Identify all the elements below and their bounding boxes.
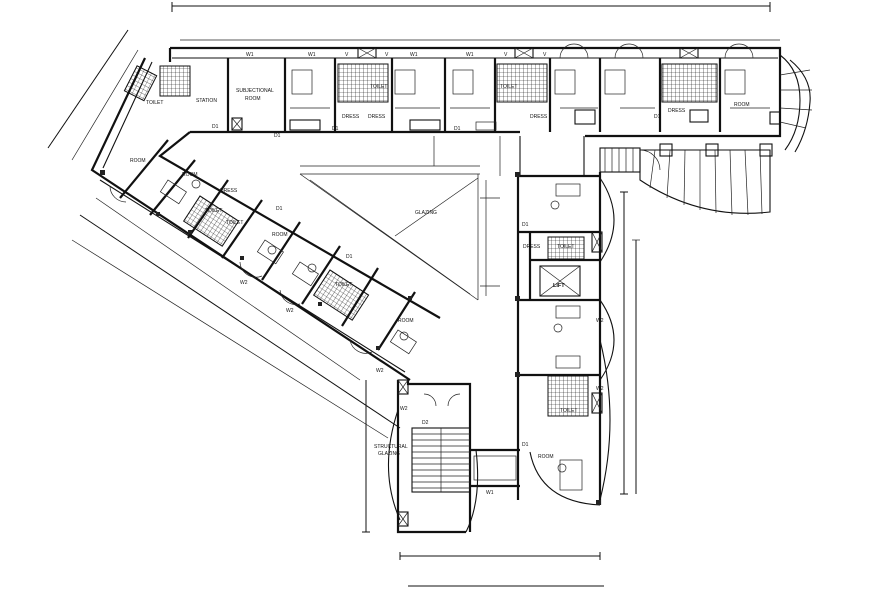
diagonal-wing [90, 57, 441, 381]
window-label-right-2: W2 [596, 386, 604, 392]
toilet-label-diag-4: TOILET [146, 100, 163, 106]
window-label-b: W1 [308, 52, 316, 58]
right-wing-labels: LIFT DRESS TOILET TOILET ROOM D1 D1 W2 W… [522, 222, 604, 460]
toilet-label-right-1: TOILET [557, 244, 574, 250]
door-label-c: D1 [454, 126, 461, 132]
dress-label-3: DRESS [530, 114, 548, 120]
window-label-stair: W2 [400, 406, 408, 412]
door-label-a: D1 [274, 133, 281, 139]
dress-label-2: DRESS [368, 114, 386, 120]
dress-label-right-1: DRESS [523, 244, 541, 250]
bottom-stair-block [387, 379, 520, 534]
door-label-d: D1 [654, 114, 661, 120]
door-label-b: D1 [332, 126, 339, 132]
window-label-c: W1 [410, 52, 418, 58]
bottom-block-labels: STRUCTURAL GLAZING D2 W2 W1 [374, 406, 494, 496]
room-label-right: ROOM [538, 454, 554, 460]
toilet-label-right-2: TOILET [560, 408, 577, 414]
door-label-stair: D2 [422, 420, 429, 426]
window-label-a: W1 [246, 52, 254, 58]
door-label-e: D1 [212, 124, 219, 130]
room-label-diag-3: ROOM [272, 232, 288, 238]
window-label-diag-3: W2 [376, 368, 384, 374]
toilet-label-diag-2: TOILET [226, 220, 243, 226]
top-right-balcony [599, 54, 813, 216]
door-label-right-2: D1 [522, 442, 529, 448]
top-wing [159, 43, 782, 138]
subjectional-room-label: SUBJECTIONAL [236, 88, 274, 94]
lift-label: LIFT [553, 283, 565, 289]
vent-label-d: V [543, 52, 547, 58]
stair-treads [412, 428, 470, 492]
vent-label-b: V [385, 52, 389, 58]
court-note: GLAZING [415, 210, 437, 216]
window-label-right-1: W2 [596, 318, 604, 324]
vent-label-a: V [345, 52, 349, 58]
door-label-right-1: D1 [522, 222, 529, 228]
toilet-label-2: TOILET [500, 84, 517, 90]
toilet-label-diag-3: TOILET [335, 282, 352, 288]
diagonal-wing-labels: ROOM ROOM ROOM ROOM TOILET TOILET TOILET… [130, 100, 414, 374]
window-label-d: W1 [466, 52, 474, 58]
right-dimension-lines [620, 191, 640, 495]
window-label-bottom: W1 [486, 490, 494, 496]
dress-label-1: DRESS [342, 114, 360, 120]
vent-label-c: V [504, 52, 508, 58]
subjectional-room-label-2: ROOM [245, 96, 261, 102]
room-label-top: ROOM [734, 102, 750, 108]
station-label: STATION [196, 98, 217, 104]
toilet-label-diag-1: TOILET [205, 208, 222, 214]
room-label-diag-2: ROOM [182, 172, 198, 178]
glazing-label: GLAZING [378, 451, 400, 457]
top-wing-labels: STATION SUBJECTIONAL ROOM TOILET TOILET … [196, 52, 750, 139]
top-dimension-lines [171, 2, 780, 41]
toilet-label-1: TOILET [370, 84, 387, 90]
dress-label-diag: DRESS [220, 188, 238, 194]
bottom-dimension-lines [362, 136, 604, 587]
dress-label-4: DRESS [668, 108, 686, 114]
door-label-diag-1: D1 [346, 254, 353, 260]
structural-label: STRUCTURAL [374, 444, 408, 450]
diagonal-dimension-lines [47, 29, 401, 439]
window-label-diag-1: W2 [240, 280, 248, 286]
right-wing [515, 136, 615, 506]
room-label-diag-1: ROOM [130, 158, 146, 164]
window-label-diag-2: W2 [286, 308, 294, 314]
room-label-diag-4: ROOM [398, 318, 414, 324]
central-court: GLAZING [299, 165, 500, 301]
door-label-diag-2: D1 [276, 206, 283, 212]
